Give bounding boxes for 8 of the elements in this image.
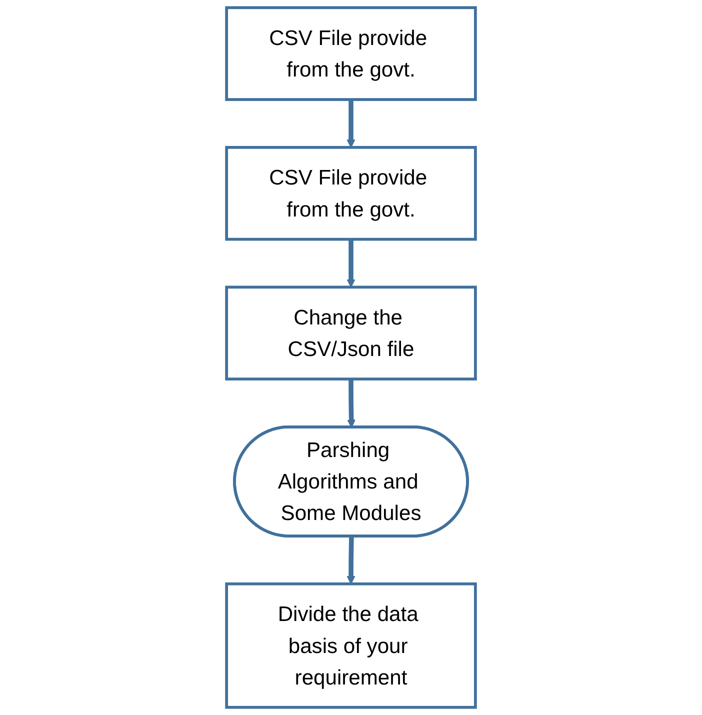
arrow bbox=[346, 536, 356, 584]
node-box: CSV File provide from the govt. bbox=[225, 146, 477, 241]
arrow bbox=[347, 379, 356, 428]
arrow bbox=[346, 239, 356, 288]
node-box: CSV File provide from the govt. bbox=[225, 6, 477, 101]
node-box: Change the CSV/Json file bbox=[225, 286, 477, 380]
arrow bbox=[346, 100, 356, 148]
node-box: Divide the data basis of your requirement bbox=[225, 582, 477, 709]
